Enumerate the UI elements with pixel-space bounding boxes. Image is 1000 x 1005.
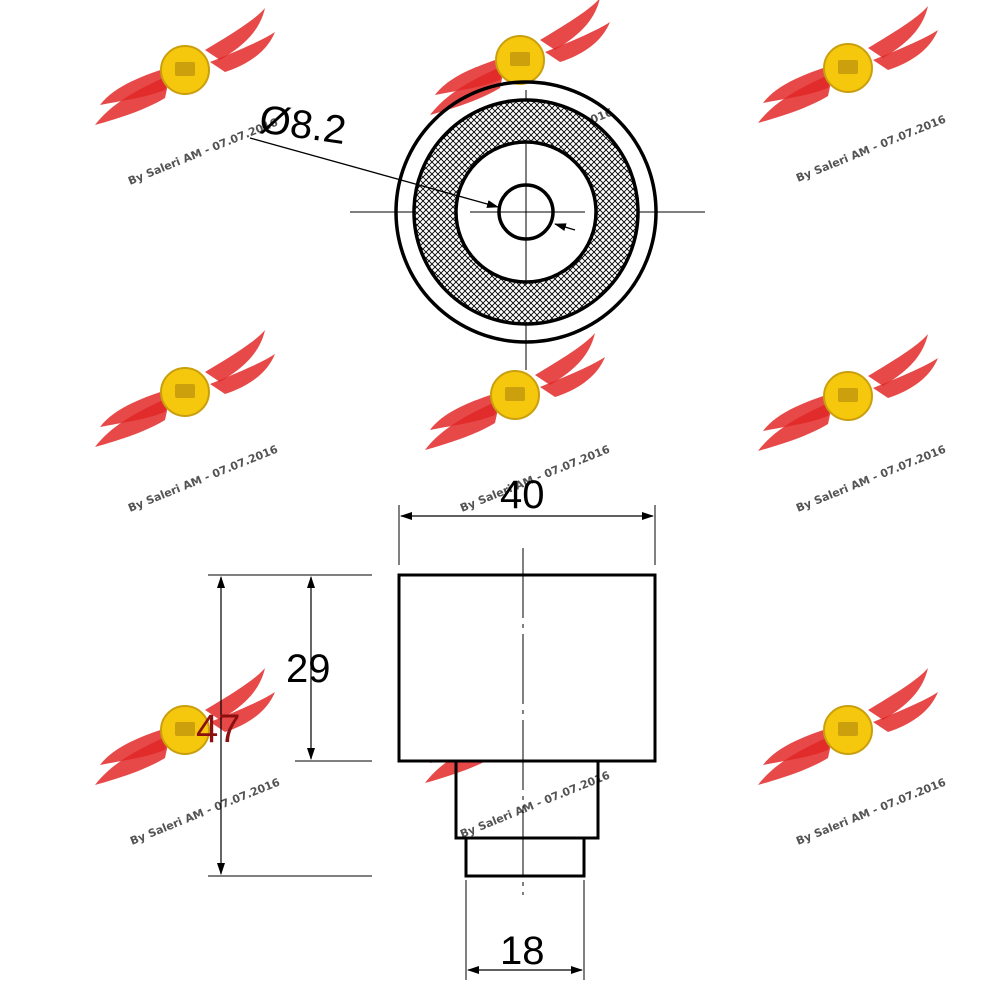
watermark-caption: By Saleri AM - 07.07.2016: [126, 443, 280, 515]
side-view: [208, 505, 657, 980]
diameter-leader: [249, 137, 499, 208]
watermark-caption: By Saleri AM - 07.07.2016: [794, 776, 948, 848]
watermark-logo: [94, 7, 276, 126]
hub-step-lower: [464, 836, 586, 878]
pulley-body: [397, 573, 657, 763]
diameter-label: Ø8.2: [257, 97, 349, 153]
watermark-caption: By Saleri AM - 07.07.2016: [794, 443, 948, 515]
watermark-caption: By Saleri AM - 07.07.2016: [458, 769, 612, 841]
watermark-caption: By Saleri AM - 07.07.2016: [128, 776, 282, 848]
watermark-logo: [429, 0, 611, 116]
watermark-logo: [94, 667, 276, 786]
outer-rim: [394, 80, 658, 344]
height-label: 29: [286, 647, 331, 691]
front-view: [249, 80, 705, 370]
watermark-logo: [94, 329, 276, 448]
watermark-caption: By Saleri AM - 07.07.2016: [794, 113, 948, 185]
hub-width-label: 18: [500, 929, 545, 973]
watermark-caption: By Saleri AM - 07.07.2016: [126, 116, 280, 188]
width-label: 40: [500, 473, 545, 517]
total-height-label: 47: [196, 707, 241, 751]
watermark-logo: [757, 333, 939, 452]
watermark-logo: [757, 667, 939, 786]
watermark-logo: [757, 5, 939, 124]
watermark-logo: [424, 332, 606, 451]
